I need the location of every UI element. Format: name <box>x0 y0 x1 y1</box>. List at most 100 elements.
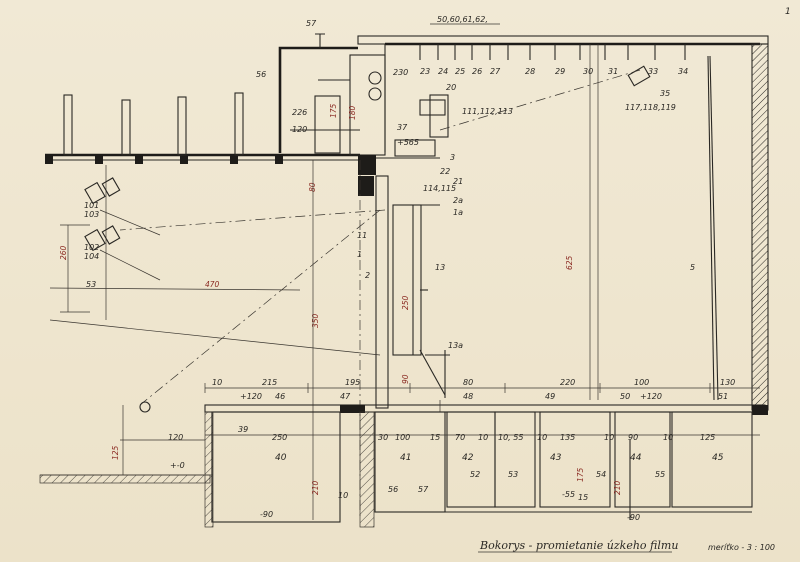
dim-15: 15 <box>430 433 440 442</box>
dim-250: 250 <box>272 433 287 442</box>
room-45: 45 <box>712 453 724 463</box>
label-5: 5 <box>690 263 695 272</box>
drawing-caption: Bokorys - promietanie úzkeho filmu <box>479 539 678 552</box>
drawing-scale: meríťko - 3 : 100 <box>708 543 775 552</box>
label-250v: 250 <box>401 295 410 310</box>
label-625: 625 <box>565 255 574 270</box>
label-56: 56 <box>256 70 266 79</box>
basement <box>39 401 760 528</box>
mark-0: +-0 <box>170 461 185 470</box>
label-47: 47 <box>340 392 351 401</box>
label-56b: 56 <box>388 485 398 494</box>
room-40: 40 <box>275 453 287 463</box>
floor-dimensions <box>204 383 760 393</box>
dim-100b: 100 <box>395 433 410 442</box>
label-102: 102 <box>84 243 99 252</box>
label-57b: 57 <box>418 485 429 494</box>
label-350: 350 <box>311 313 320 328</box>
label-33: 33 <box>648 67 658 76</box>
label-29: 29 <box>555 67 565 76</box>
label-52: 52 <box>470 470 480 479</box>
dim-195: 195 <box>345 378 360 387</box>
dim-210a: 210 <box>311 480 320 495</box>
dim-30: 30 <box>378 433 388 442</box>
label-10: 10 <box>338 491 348 500</box>
dim-220: 220 <box>560 378 575 387</box>
dim-100: 100 <box>634 378 649 387</box>
label-180: 180 <box>348 105 357 120</box>
label-46: 46 <box>275 392 285 401</box>
label-1: 1 <box>357 250 362 259</box>
sheet-number: 1 <box>785 7 791 17</box>
dim-90: 90 <box>628 433 638 442</box>
dim-210b: 210 <box>613 480 622 495</box>
dim-215: 215 <box>262 378 277 387</box>
dim-10b: 10 <box>478 433 488 442</box>
label-2: 2 <box>365 271 370 280</box>
label-260: 260 <box>59 245 68 260</box>
left-ceiling-structure <box>45 92 360 164</box>
label-57: 57 <box>306 19 317 28</box>
label-117: 117,118,119 <box>625 103 676 112</box>
room-42: 42 <box>462 453 474 463</box>
dim-130: 130 <box>720 378 735 387</box>
label-2a: 2a <box>453 196 463 205</box>
label-80v: 80 <box>308 182 317 192</box>
dim-125: 125 <box>111 445 120 460</box>
label-120: 120 <box>292 125 307 134</box>
dim-10d: 10 <box>604 433 614 442</box>
stage-box <box>357 35 769 411</box>
label-11: 11 <box>357 231 367 240</box>
mark-55: -55 <box>562 490 575 499</box>
dim-125b: 125 <box>700 433 715 442</box>
label-48: 48 <box>463 392 473 401</box>
label-39: 39 <box>238 425 248 434</box>
stage-floor <box>204 400 768 415</box>
label-90v: 90 <box>401 374 410 384</box>
label-30: 30 <box>583 67 593 76</box>
label-114: 114,115 <box>423 184 456 193</box>
label-55: 55 <box>655 470 665 479</box>
label-470: 470 <box>205 280 220 289</box>
screen-wall <box>358 175 450 409</box>
label-p120a: +120 <box>240 392 262 401</box>
dim-175: 175 <box>576 467 585 482</box>
room-44: 44 <box>630 453 642 463</box>
label-25: 25 <box>455 67 465 76</box>
label-53b: 53 <box>508 470 518 479</box>
dim-1055: 10, 55 <box>498 433 523 442</box>
label-51: 51 <box>718 392 728 401</box>
label-24: 24 <box>438 67 448 76</box>
dim-135: 135 <box>560 433 575 442</box>
label-53: 53 <box>86 280 96 289</box>
label-21: 21 <box>453 177 463 186</box>
label-226: 226 <box>292 108 307 117</box>
label-111: 111,112,113 <box>462 107 513 116</box>
dim-80: 80 <box>463 378 473 387</box>
label-top-refs: 50,60,61,62, <box>437 15 488 24</box>
projection-rays <box>49 160 386 520</box>
projection-booth <box>278 33 449 175</box>
dim-70: 70 <box>455 433 465 442</box>
label-28: 28 <box>525 67 535 76</box>
label-565: +565 <box>397 138 419 147</box>
label-104: 104 <box>84 252 99 261</box>
label-22: 22 <box>440 167 450 176</box>
label-37: 37 <box>397 123 408 132</box>
label-23: 23 <box>420 67 430 76</box>
label-103: 103 <box>84 210 99 219</box>
label-49: 49 <box>545 392 555 401</box>
label-101: 101 <box>84 201 99 210</box>
label-50: 50 <box>620 392 630 401</box>
label-35: 35 <box>660 89 670 98</box>
dim-120: 120 <box>168 433 183 442</box>
label-175: 175 <box>329 103 338 118</box>
label-27: 27 <box>490 67 501 76</box>
label-54: 54 <box>596 470 606 479</box>
label-1a: 1a <box>453 208 463 217</box>
mark-90a: -90 <box>260 510 273 519</box>
label-13a: 13a <box>448 341 463 350</box>
dim-10c: 10 <box>537 433 547 442</box>
dim-10e: 10 <box>663 433 673 442</box>
